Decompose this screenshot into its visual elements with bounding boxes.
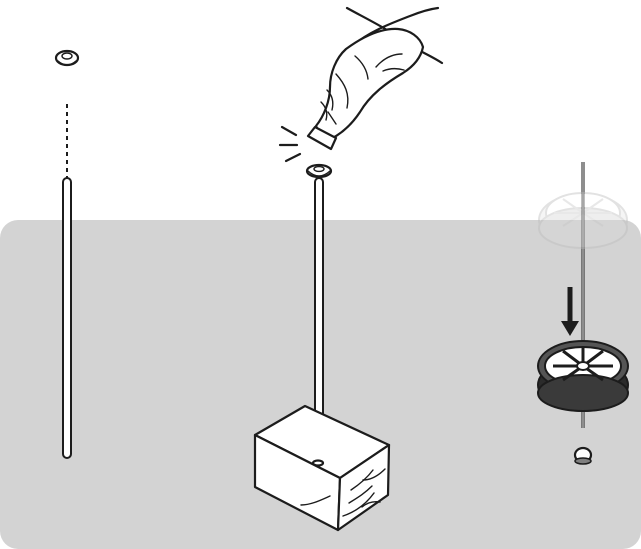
cap-icon — [54, 49, 80, 67]
rod-icon — [62, 177, 72, 459]
cap-icon — [573, 446, 593, 465]
step-3-group — [537, 162, 629, 465]
wheel-icon — [537, 340, 629, 412]
arrow-down-icon — [561, 287, 579, 336]
wood-block-icon — [253, 404, 391, 532]
wheel-icon — [538, 192, 628, 249]
step-2-group — [253, 6, 444, 532]
step-1-group — [54, 49, 80, 459]
hammer-icon — [278, 6, 444, 163]
cap-icon — [305, 163, 333, 179]
